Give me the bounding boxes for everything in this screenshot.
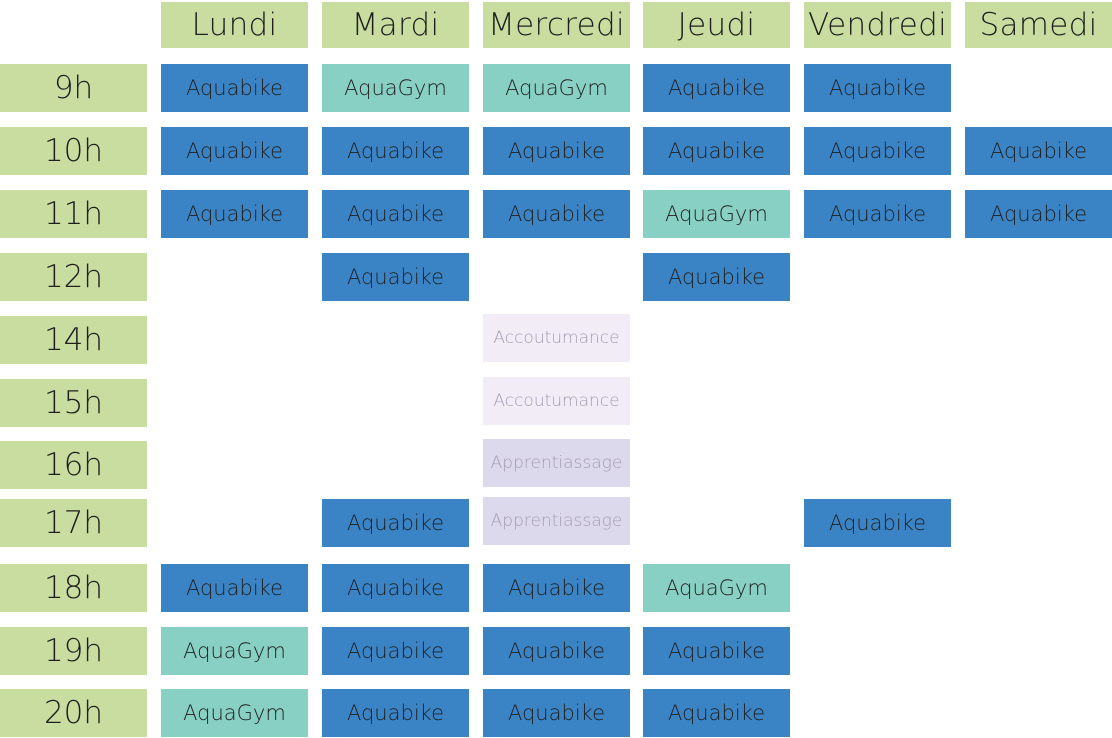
- activity-cell-apprentiassage[interactable]: Apprentiassage: [483, 497, 630, 545]
- activity-cell-aquagym[interactable]: AquaGym: [643, 564, 790, 612]
- hour-label-15h: 15h: [0, 379, 147, 427]
- hour-label-14h: 14h: [0, 316, 147, 364]
- activity-cell-aquabike[interactable]: Aquabike: [161, 64, 308, 112]
- activity-cell-aquabike[interactable]: Aquabike: [161, 127, 308, 175]
- activity-cell-aquabike[interactable]: Aquabike: [322, 190, 469, 238]
- hour-label-9h: 9h: [0, 64, 147, 112]
- day-header-samedi: Samedi: [965, 2, 1112, 48]
- activity-cell-aquabike[interactable]: Aquabike: [161, 190, 308, 238]
- hour-label-16h: 16h: [0, 441, 147, 489]
- hour-label-11h: 11h: [0, 190, 147, 238]
- activity-cell-aquabike[interactable]: Aquabike: [322, 499, 469, 547]
- activity-cell-aquabike[interactable]: Aquabike: [643, 627, 790, 675]
- activity-cell-aquabike[interactable]: Aquabike: [322, 627, 469, 675]
- hour-label-19h: 19h: [0, 627, 147, 675]
- activity-cell-aquabike[interactable]: Aquabike: [643, 127, 790, 175]
- activity-cell-aquabike[interactable]: Aquabike: [161, 564, 308, 612]
- hour-label-20h: 20h: [0, 689, 147, 737]
- activity-cell-aquabike[interactable]: Aquabike: [322, 127, 469, 175]
- hour-label-17h: 17h: [0, 499, 147, 547]
- activity-cell-aquabike[interactable]: Aquabike: [804, 499, 951, 547]
- activity-cell-aquagym[interactable]: AquaGym: [643, 190, 790, 238]
- activity-cell-aquabike[interactable]: Aquabike: [965, 190, 1112, 238]
- activity-cell-aquabike[interactable]: Aquabike: [643, 689, 790, 737]
- activity-cell-aquabike[interactable]: Aquabike: [483, 627, 630, 675]
- activity-cell-aquabike[interactable]: Aquabike: [322, 564, 469, 612]
- activity-cell-accoutumance[interactable]: Accoutumance: [483, 314, 630, 362]
- activity-cell-aquabike[interactable]: Aquabike: [483, 190, 630, 238]
- activity-cell-aquabike[interactable]: Aquabike: [483, 564, 630, 612]
- hour-label-18h: 18h: [0, 564, 147, 612]
- activity-cell-aquabike[interactable]: Aquabike: [965, 127, 1112, 175]
- hour-label-10h: 10h: [0, 127, 147, 175]
- activity-cell-apprentiassage[interactable]: Apprentiassage: [483, 439, 630, 487]
- activity-cell-aquagym[interactable]: AquaGym: [483, 64, 630, 112]
- activity-cell-accoutumance[interactable]: Accoutumance: [483, 377, 630, 425]
- activity-cell-aquabike[interactable]: Aquabike: [322, 253, 469, 301]
- activity-cell-aquabike[interactable]: Aquabike: [322, 689, 469, 737]
- activity-cell-aquagym[interactable]: AquaGym: [161, 689, 308, 737]
- activity-cell-aquabike[interactable]: Aquabike: [804, 127, 951, 175]
- day-header-mercredi: Mercredi: [483, 2, 630, 48]
- activity-cell-aquagym[interactable]: AquaGym: [161, 627, 308, 675]
- activity-cell-aquabike[interactable]: Aquabike: [804, 64, 951, 112]
- day-header-mardi: Mardi: [322, 2, 469, 48]
- day-header-lundi: Lundi: [161, 2, 308, 48]
- activity-cell-aquabike[interactable]: Aquabike: [643, 64, 790, 112]
- activity-cell-aquabike[interactable]: Aquabike: [483, 689, 630, 737]
- activity-cell-aquabike[interactable]: Aquabike: [804, 190, 951, 238]
- day-header-jeudi: Jeudi: [643, 2, 790, 48]
- activity-cell-aquabike[interactable]: Aquabike: [643, 253, 790, 301]
- activity-cell-aquagym[interactable]: AquaGym: [322, 64, 469, 112]
- day-header-vendredi: Vendredi: [804, 2, 951, 48]
- hour-label-12h: 12h: [0, 253, 147, 301]
- activity-cell-aquabike[interactable]: Aquabike: [483, 127, 630, 175]
